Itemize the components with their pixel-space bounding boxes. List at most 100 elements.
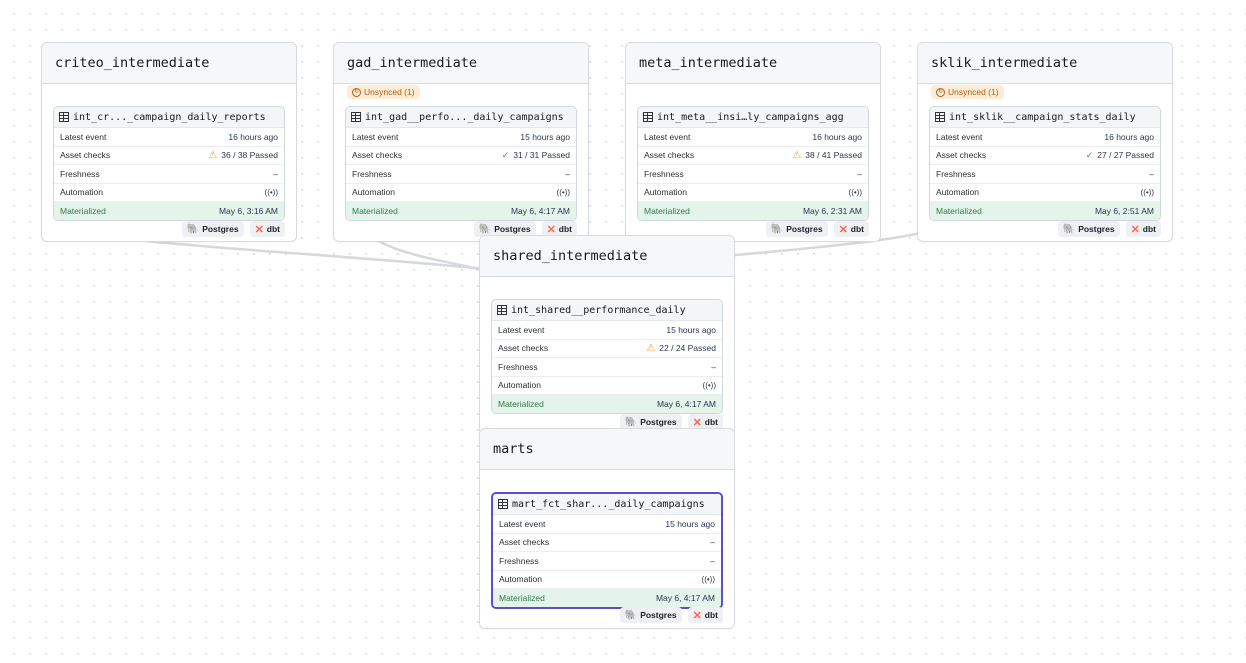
asset-checks-value[interactable]: ⚠36 / 38 Passed [208,149,278,161]
latest-event-value[interactable]: 16 hours ago [812,131,862,142]
automation-row: Automation((•)) [930,184,1160,202]
unsynced-badge[interactable]: ↻Unsynced (1) [931,85,1004,99]
group-gad-intermediate[interactable]: gad_intermediate ↻Unsynced (1) int_gad__… [333,42,589,242]
asset-node-shared[interactable]: int_shared__performance_daily Latest eve… [491,299,723,414]
latest-event-value[interactable]: 15 hours ago [520,131,570,142]
dbt-tag[interactable]: ✕dbt [833,221,869,237]
postgres-tag[interactable]: 🐘Postgres [181,221,244,237]
sensor-icon[interactable]: ((•)) [1140,187,1154,197]
dbt-logo-icon: ✕ [546,223,556,236]
materialized-timestamp[interactable]: May 6, 4:17 AM [510,205,570,216]
asset-title[interactable]: int_sklik__campaign_stats_daily [930,107,1160,128]
group-shared-intermediate[interactable]: shared_intermediate int_shared__performa… [479,235,735,435]
kind-tags: 🐘Postgres ✕dbt [619,414,723,430]
automation-row: Automation((•)) [638,184,868,202]
sensor-icon[interactable]: ((•)) [848,187,862,197]
group-title: shared_intermediate [480,236,734,277]
asset-node-sklik[interactable]: int_sklik__campaign_stats_daily Latest e… [929,106,1161,221]
dbt-tag[interactable]: ✕dbt [687,607,723,623]
asset-checks-row: Asset checks✓31 / 31 Passed [346,147,576,165]
asset-name: int_gad__perfo..._daily_campaigns [365,111,564,123]
asset-node-marts-selected[interactable]: mart_fct_shar..._daily_campaigns Latest … [491,492,723,609]
postgres-tag[interactable]: 🐘Postgres [1057,221,1120,237]
asset-name: int_shared__performance_daily [511,304,686,316]
dbt-tag[interactable]: ✕dbt [687,414,723,430]
group-marts[interactable]: marts mart_fct_shar..._daily_campaigns L… [479,428,735,629]
kind-tags: 🐘Postgres ✕dbt [181,221,285,237]
freshness-value: – [1149,168,1154,179]
postgres-tag[interactable]: 🐘Postgres [765,221,828,237]
freshness-row: Freshness– [638,165,868,184]
postgres-elephant-icon: 🐘 [478,223,492,235]
dbt-logo-icon: ✕ [1130,223,1140,236]
group-criteo-intermediate[interactable]: criteo_intermediate int_cr..._campaign_d… [41,42,297,242]
sensor-icon[interactable]: ((•)) [556,187,570,197]
postgres-tag[interactable]: 🐘Postgres [619,414,682,430]
freshness-value: – [565,168,570,179]
asset-checks-row: Asset checks⚠38 / 41 Passed [638,147,868,165]
group-title: meta_intermediate [626,43,880,84]
asset-title[interactable]: int_gad__perfo..._daily_campaigns [346,107,576,128]
postgres-tag[interactable]: 🐘Postgres [619,607,682,623]
asset-title[interactable]: int_cr..._campaign_daily_reports [54,107,284,128]
latest-event-value[interactable]: 16 hours ago [1104,131,1154,142]
table-icon [498,499,508,509]
asset-node-meta[interactable]: int_meta__insi…ly_campaigns_agg Latest e… [637,106,869,221]
table-icon [351,112,361,122]
warning-icon: ⚠ [646,342,656,354]
group-meta-intermediate[interactable]: meta_intermediate int_meta__insi…ly_camp… [625,42,881,242]
dbt-logo-icon: ✕ [692,609,702,622]
dbt-tag[interactable]: ✕dbt [541,221,577,237]
asset-checks-value[interactable]: ✓27 / 27 Passed [1085,149,1154,161]
group-title: criteo_intermediate [42,43,296,84]
table-icon [497,305,507,315]
postgres-elephant-icon: 🐘 [624,609,638,621]
asset-title[interactable]: mart_fct_shar..._daily_campaigns [493,494,721,515]
sensor-icon[interactable]: ((•)) [702,380,716,390]
kind-tags: 🐘Postgres ✕dbt [473,221,577,237]
postgres-tag[interactable]: 🐘Postgres [473,221,536,237]
asset-checks-row: Asset checks✓27 / 27 Passed [930,147,1160,165]
materialized-timestamp[interactable]: May 6, 2:51 AM [1094,205,1154,216]
asset-checks-value[interactable]: ⚠38 / 41 Passed [792,149,862,161]
dbt-logo-icon: ✕ [692,416,702,429]
kind-tags: 🐘Postgres ✕dbt [765,221,869,237]
sensor-icon[interactable]: ((•)) [701,574,715,584]
latest-event-value[interactable]: 16 hours ago [228,131,278,142]
postgres-elephant-icon: 🐘 [624,416,638,428]
dbt-tag[interactable]: ✕dbt [249,221,285,237]
asset-checks-row: Asset checks⚠36 / 38 Passed [54,147,284,165]
sensor-icon[interactable]: ((•)) [264,187,278,197]
freshness-row: Freshness– [346,165,576,184]
freshness-value: – [710,555,715,566]
asset-title[interactable]: int_meta__insi…ly_campaigns_agg [638,107,868,128]
postgres-elephant-icon: 🐘 [770,223,784,235]
asset-node-criteo[interactable]: int_cr..._campaign_daily_reports Latest … [53,106,285,221]
group-title: marts [480,429,734,470]
asset-node-gad[interactable]: int_gad__perfo..._daily_campaigns Latest… [345,106,577,221]
check-icon: ✓ [501,149,510,160]
group-sklik-intermediate[interactable]: sklik_intermediate ↻Unsynced (1) int_skl… [917,42,1173,242]
asset-checks-value[interactable]: ⚠22 / 24 Passed [646,342,716,354]
materialized-timestamp[interactable]: May 6, 4:17 AM [656,398,716,409]
automation-row: Automation((•)) [493,571,721,589]
latest-event-value[interactable]: 15 hours ago [666,324,716,335]
asset-title[interactable]: int_shared__performance_daily [492,300,722,321]
asset-checks-row: Asset checks– [493,534,721,552]
postgres-elephant-icon: 🐘 [1062,223,1076,235]
table-icon [935,112,945,122]
materialized-timestamp[interactable]: May 6, 4:17 AM [655,592,715,603]
materialized-timestamp[interactable]: May 6, 2:31 AM [802,205,862,216]
freshness-row: Freshness– [492,358,722,377]
freshness-value: – [711,361,716,372]
freshness-row: Freshness– [493,552,721,571]
latest-event-value[interactable]: 15 hours ago [665,518,715,529]
asset-checks-value[interactable]: ✓31 / 31 Passed [501,149,570,161]
materialized-timestamp[interactable]: May 6, 3:16 AM [218,205,278,216]
dbt-tag[interactable]: ✕dbt [1125,221,1161,237]
unsynced-badge[interactable]: ↻Unsynced (1) [347,85,420,99]
